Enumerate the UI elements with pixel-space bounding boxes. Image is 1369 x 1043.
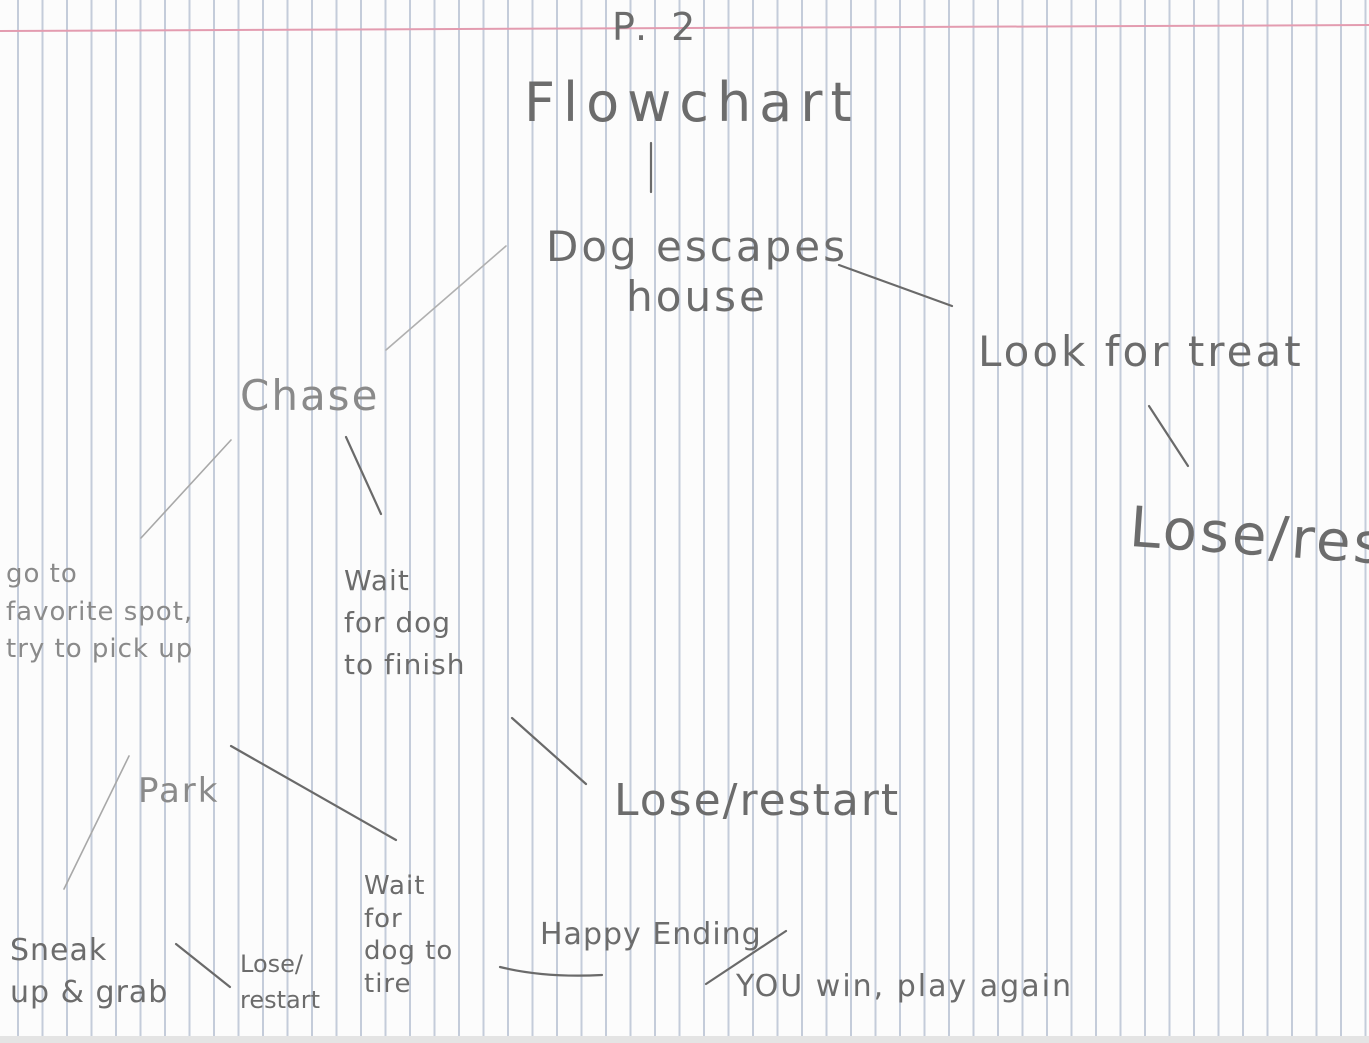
node-look-for-treat: Look for treat — [978, 327, 1304, 376]
connector-wait-to-lose — [510, 716, 588, 786]
connector-chase-to-wait — [344, 435, 383, 516]
node-lose-restart-bottom: Lose/ restart — [240, 950, 321, 1014]
connector-chase-to-spot — [140, 439, 232, 539]
node-wait-for-dog-to-finish: Wait for dog to finish — [344, 564, 466, 681]
connector-spot-to-sneak — [63, 755, 130, 890]
node-you-win-play-again: YOU win, play again — [736, 969, 1073, 1004]
node-chase: Chase — [240, 371, 380, 420]
connector-treat-to-lose — [1147, 404, 1190, 468]
node-happy-ending: Happy Ending — [540, 917, 762, 952]
scan-bottom-edge — [0, 1036, 1369, 1043]
node-wait-for-dog-to-tire: Wait for dog to tire — [364, 871, 454, 999]
node-lose-restart-middle: Lose/restart — [614, 775, 901, 826]
node-dog-escapes-house: Dog escapes house — [546, 222, 848, 322]
connector-start-to-treat — [837, 263, 954, 308]
connector-tire-to-happy — [498, 965, 604, 977]
flowchart-title: Flowchart — [524, 71, 860, 134]
connector-happy-to-win — [704, 929, 788, 986]
node-sneak-up-and-grab: Sneak up & grab — [10, 933, 169, 1010]
connector-sneak-to-lose — [174, 942, 232, 989]
connector-start-to-chase — [385, 245, 507, 351]
connector-spot-to-wait-tire — [229, 744, 398, 842]
node-park: Park — [138, 771, 220, 811]
node-go-to-favorite-spot: go to favorite spot, try to pick up — [6, 559, 194, 665]
page-label: P. 2 — [612, 5, 702, 49]
